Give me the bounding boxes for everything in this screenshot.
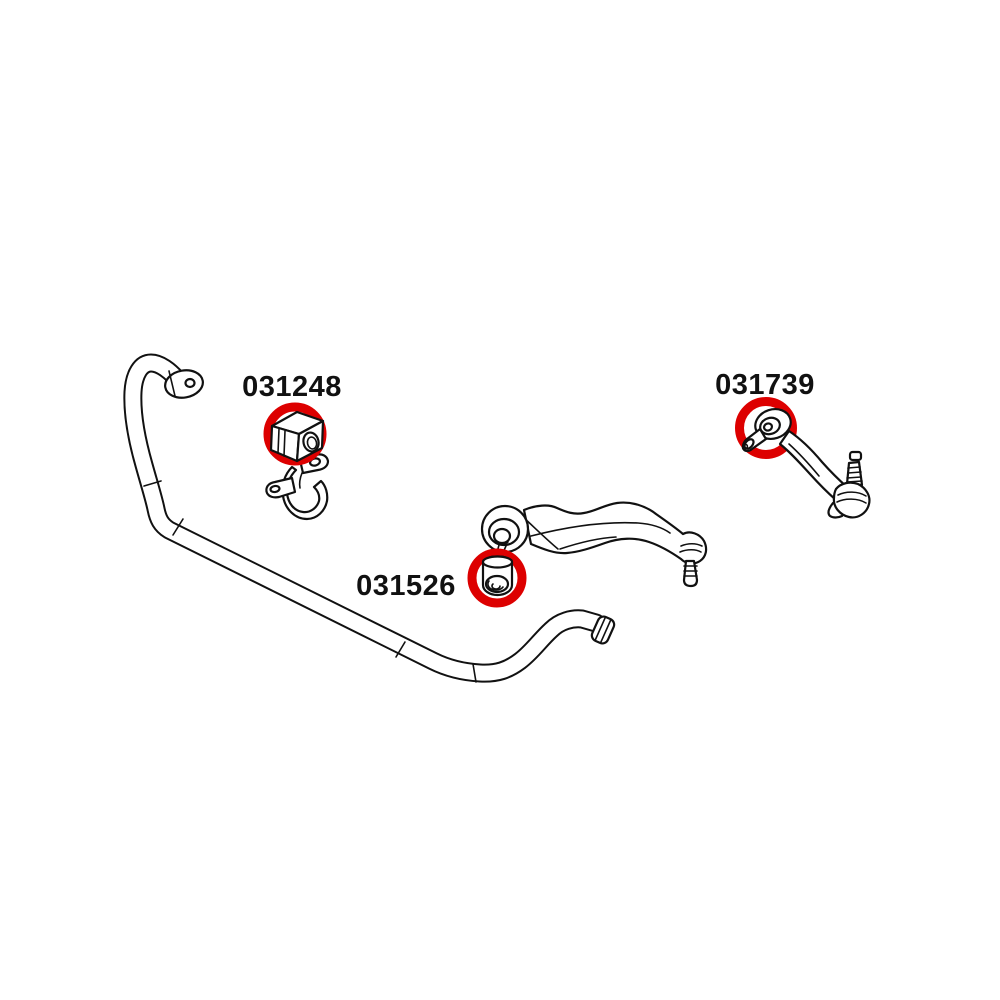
control-arm-bushing-031526 [481,555,514,597]
strut-bushing-eye-031739 [741,408,792,453]
highlight-circle-031526 [467,548,527,608]
bar-right-end-collar [590,615,616,645]
control-arm-bushing-eye [480,504,530,561]
part-label-031526: 031526 [356,570,456,602]
anti-roll-bar-bushing-031248 [269,410,325,463]
ball-joint-right-arm [827,450,871,519]
tension-strut-arm [741,408,871,519]
ball-joint-middle-arm [679,542,703,588]
bar-left-end-eye [164,369,204,399]
clamp-left-tab-hole [269,484,281,494]
anti-roll-bar-body [125,355,604,681]
control-arm-body [522,501,708,565]
ball-joint-stud [682,559,699,588]
anti-roll-bar-clamp-bracket [265,453,330,521]
front-control-arm [480,501,708,588]
highlight-circle-031739 [735,397,797,459]
bar-weld-seams [143,480,477,683]
part-label-031248: 031248 [242,371,342,403]
part-label-031739: 031739 [715,369,815,401]
clamp-band [281,465,329,521]
ball-joint-housing [832,481,871,519]
anti-roll-bar [123,353,616,683]
bushing-bore-hole [302,431,320,453]
